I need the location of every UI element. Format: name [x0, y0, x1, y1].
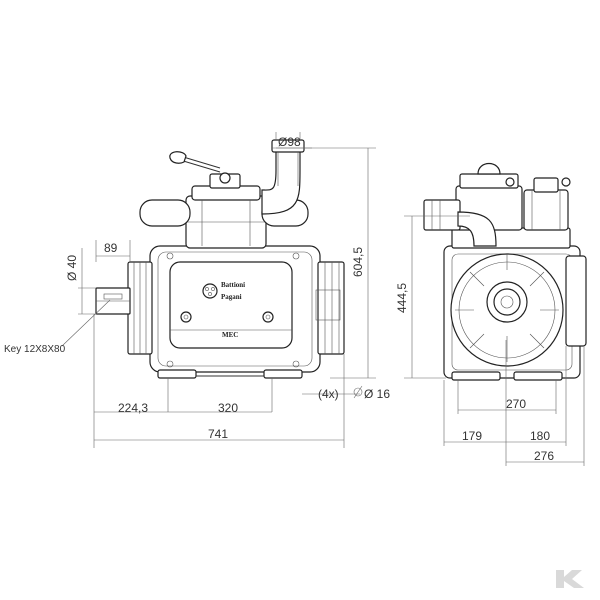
key-spec: Key 12X8X80: [4, 344, 66, 355]
dim-320: 320: [218, 401, 238, 415]
nameplate-brand-line1: Battioni: [221, 281, 245, 289]
dim-diameter-40: Ø 40: [65, 255, 79, 281]
nameplate-brand-line2: Pagani: [221, 293, 242, 301]
dim-179: 179: [462, 429, 482, 443]
dimension-lines: [61, 132, 585, 466]
dim-holes-diameter: Ø 16: [364, 387, 390, 401]
dim-741: 741: [208, 427, 228, 441]
dim-604-5: 604,5: [351, 247, 365, 277]
front-view: Battioni Pagani MEC: [95, 139, 345, 379]
dim-276: 276: [534, 449, 554, 463]
dim-224-3: 224,3: [118, 401, 148, 415]
dim-diameter-98: Ø98: [278, 135, 301, 149]
nameplate-model: MEC: [222, 331, 238, 339]
dim-holes-count: (4x): [318, 387, 339, 401]
dim-444-5: 444,5: [395, 283, 409, 313]
dimension-labels: Ø98 604,5 444,5 Ø 40 89 Key 12X8X80 (4x)…: [4, 135, 554, 463]
kramp-k-logo-icon: [556, 570, 584, 588]
dim-270: 270: [506, 397, 526, 411]
dim-89: 89: [104, 241, 118, 255]
side-view: [423, 162, 587, 381]
dim-180: 180: [530, 429, 550, 443]
